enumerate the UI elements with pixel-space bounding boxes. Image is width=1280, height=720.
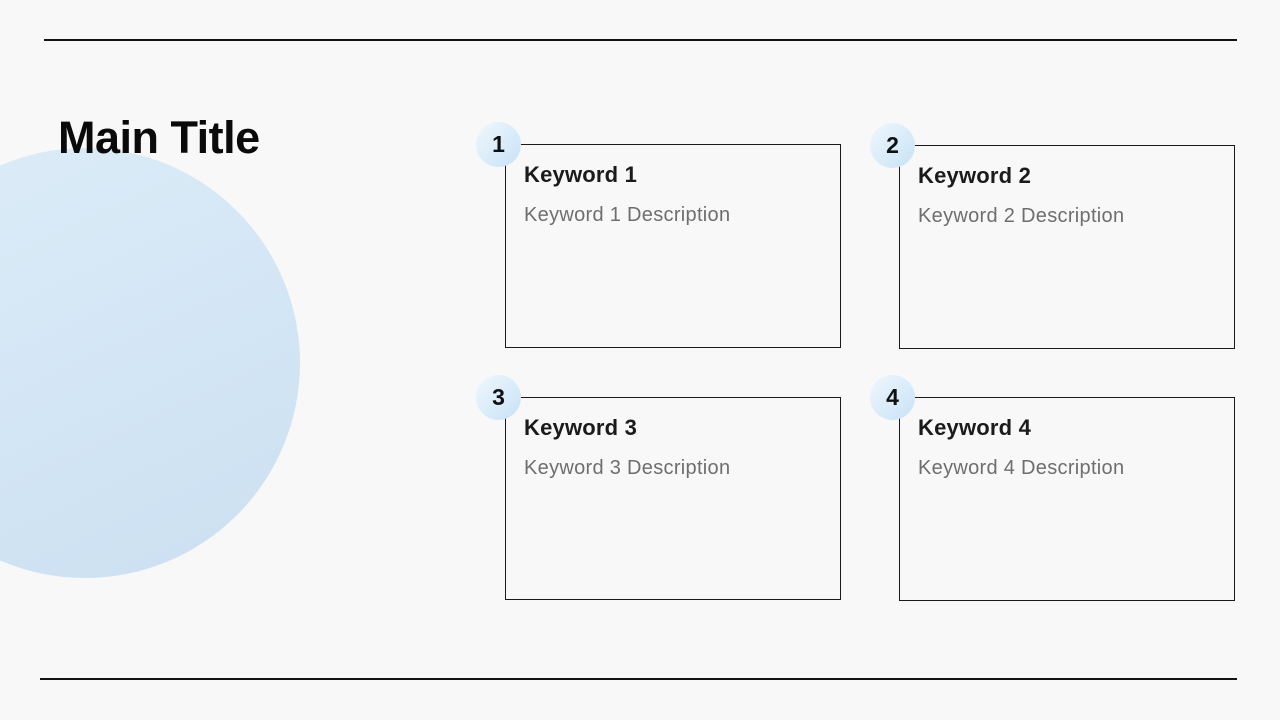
- keyword-card-1: 1 Keyword 1 Keyword 1 Description: [476, 122, 841, 348]
- card-number-badge-3: 3: [476, 375, 521, 420]
- bottom-rule: [40, 678, 1237, 680]
- card-keyword-4: Keyword 4: [918, 415, 1032, 440]
- card-description-1: Keyword 1 Description: [524, 204, 731, 226]
- card-keyword-3: Keyword 3: [524, 415, 638, 440]
- card-keyword-2: Keyword 2: [918, 163, 1032, 188]
- page-title: Main Title: [58, 112, 260, 163]
- card-description-4: Keyword 4 Description: [918, 457, 1125, 479]
- card-description-3: Keyword 3 Description: [524, 457, 731, 479]
- keyword-card-4: 4 Keyword 4 Keyword 4 Description: [870, 375, 1235, 601]
- card-number-badge-1: 1: [476, 122, 521, 167]
- card-number-badge-2: 2: [870, 123, 915, 168]
- decorative-circle: [0, 148, 300, 578]
- card-keyword-1: Keyword 1: [524, 162, 638, 187]
- keyword-card-2: 2 Keyword 2 Keyword 2 Description: [870, 123, 1235, 349]
- top-rule: [44, 39, 1237, 41]
- keyword-card-3: 3 Keyword 3 Keyword 3 Description: [476, 375, 841, 600]
- card-number-badge-4: 4: [870, 375, 915, 420]
- card-description-2: Keyword 2 Description: [918, 205, 1125, 227]
